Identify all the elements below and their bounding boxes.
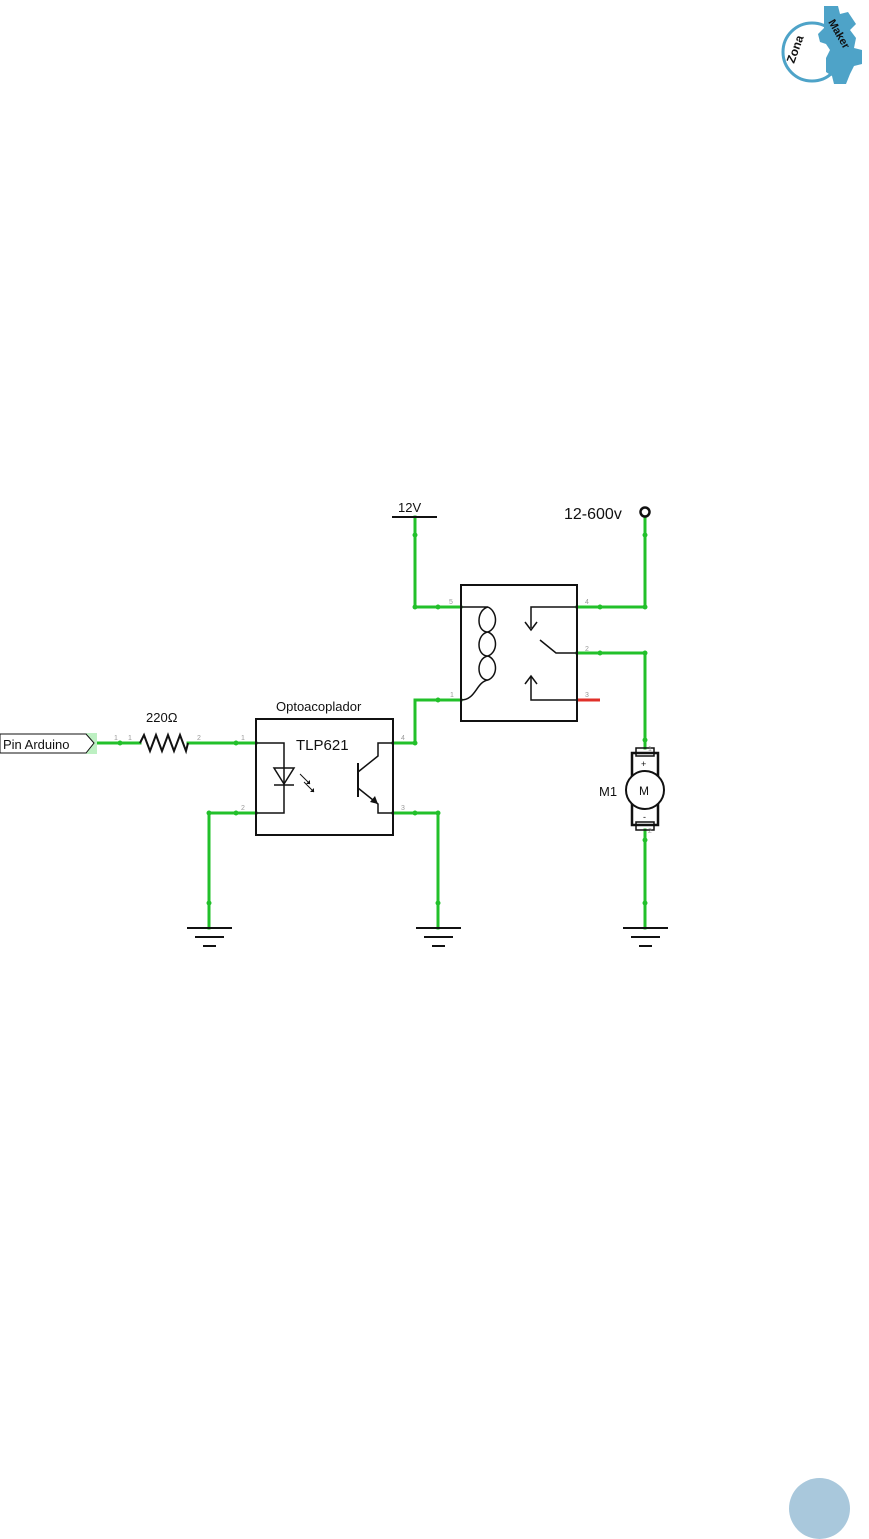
dot: [412, 810, 418, 816]
motor-bottom-terminal: [635, 821, 655, 831]
relay-arrow-up-icon: [524, 674, 538, 685]
optocoupler-body: [255, 718, 394, 836]
dot: [642, 900, 648, 906]
dot: [642, 532, 648, 538]
motor-plus: +: [641, 759, 646, 769]
motor-top-terminal: [635, 747, 655, 757]
pin-label: 5: [449, 599, 453, 606]
optocoupler-title: Optoacoplador: [276, 699, 362, 714]
supply-12v: 12V: [392, 500, 437, 518]
relay-coil-icon: [460, 606, 489, 701]
dot: [412, 740, 418, 746]
zona-maker-logo: Zona Maker: [781, 6, 862, 84]
pin-label: 2: [585, 646, 589, 653]
relay-switch-arm: [539, 639, 577, 654]
motor: M + - M1 1 2: [599, 746, 665, 835]
dot: [642, 650, 648, 656]
pin-label: 2: [648, 828, 652, 835]
optocoupler-part: TLP621: [296, 737, 349, 754]
dot: [206, 900, 212, 906]
terminal-icon: [639, 506, 651, 518]
pin-label: 1: [648, 746, 652, 753]
high-voltage-label: 12-600v: [564, 506, 622, 523]
dot: [435, 697, 441, 703]
led-leads: [256, 742, 285, 814]
led-icon: [272, 767, 296, 786]
input-port: Pin Arduino 1: [0, 733, 118, 754]
pin-label: 4: [585, 599, 589, 606]
pin-label: 2: [241, 805, 245, 812]
ground-middle: [416, 927, 461, 947]
transistor-collector: [357, 742, 393, 773]
resistor-zigzag: [139, 732, 189, 755]
motor-minus: -: [643, 812, 646, 822]
relay-coil-loops: [487, 606, 497, 681]
relay: 5 1 4 2 3: [449, 584, 589, 722]
dot: [642, 837, 648, 843]
supply-12v-label: 12V: [398, 500, 421, 515]
wire-12v-relay5: [413, 515, 463, 609]
pin-label: 1: [114, 735, 118, 742]
logo-ring: [781, 21, 843, 83]
relay-arrow-down-icon: [524, 621, 538, 632]
input-port-label: Pin Arduino: [3, 737, 70, 752]
high-voltage-terminal: 12-600v: [564, 506, 651, 523]
pin-label: 1: [450, 692, 454, 699]
dot: [642, 737, 648, 743]
dot: [206, 810, 212, 816]
resistor-value: 220Ω: [146, 710, 178, 725]
dot: [642, 604, 648, 610]
dot: [435, 900, 441, 906]
dot: [597, 604, 603, 610]
motor-symbol: M: [639, 784, 649, 798]
arrowhead: [306, 780, 310, 784]
pin-label: 1: [128, 735, 132, 742]
relay-nc-contact: [530, 676, 577, 701]
motor-ref: M1: [599, 784, 617, 799]
dot: [233, 810, 239, 816]
relay-no-contact: [530, 606, 577, 628]
pin-label: 3: [401, 805, 405, 812]
wires: [95, 515, 647, 930]
pin-label: 3: [585, 692, 589, 699]
dot: [435, 810, 441, 816]
dot: [412, 604, 418, 610]
optocoupler: Optoacoplador TLP621 1 2 3 4: [241, 699, 405, 836]
ground-left: [187, 927, 232, 947]
arrowhead: [310, 788, 314, 792]
input-port-shape: [0, 733, 95, 754]
page-number-badge: [789, 1478, 850, 1539]
resistor: 220Ω 1 2: [128, 710, 201, 755]
transistor-emitter: [357, 787, 393, 814]
wire-hv-relay4: [575, 515, 647, 609]
connection-dots: [117, 532, 648, 906]
pin-label: 1: [241, 735, 245, 742]
dot: [233, 740, 239, 746]
dot: [435, 604, 441, 610]
dot: [412, 532, 418, 538]
ground-right: [623, 927, 668, 947]
pin-label: 2: [197, 735, 201, 742]
pin-label: 4: [401, 735, 405, 742]
dot: [117, 740, 123, 746]
motor-icon: [625, 770, 665, 810]
transistor-arrow-icon: [370, 796, 378, 804]
dot: [597, 650, 603, 656]
